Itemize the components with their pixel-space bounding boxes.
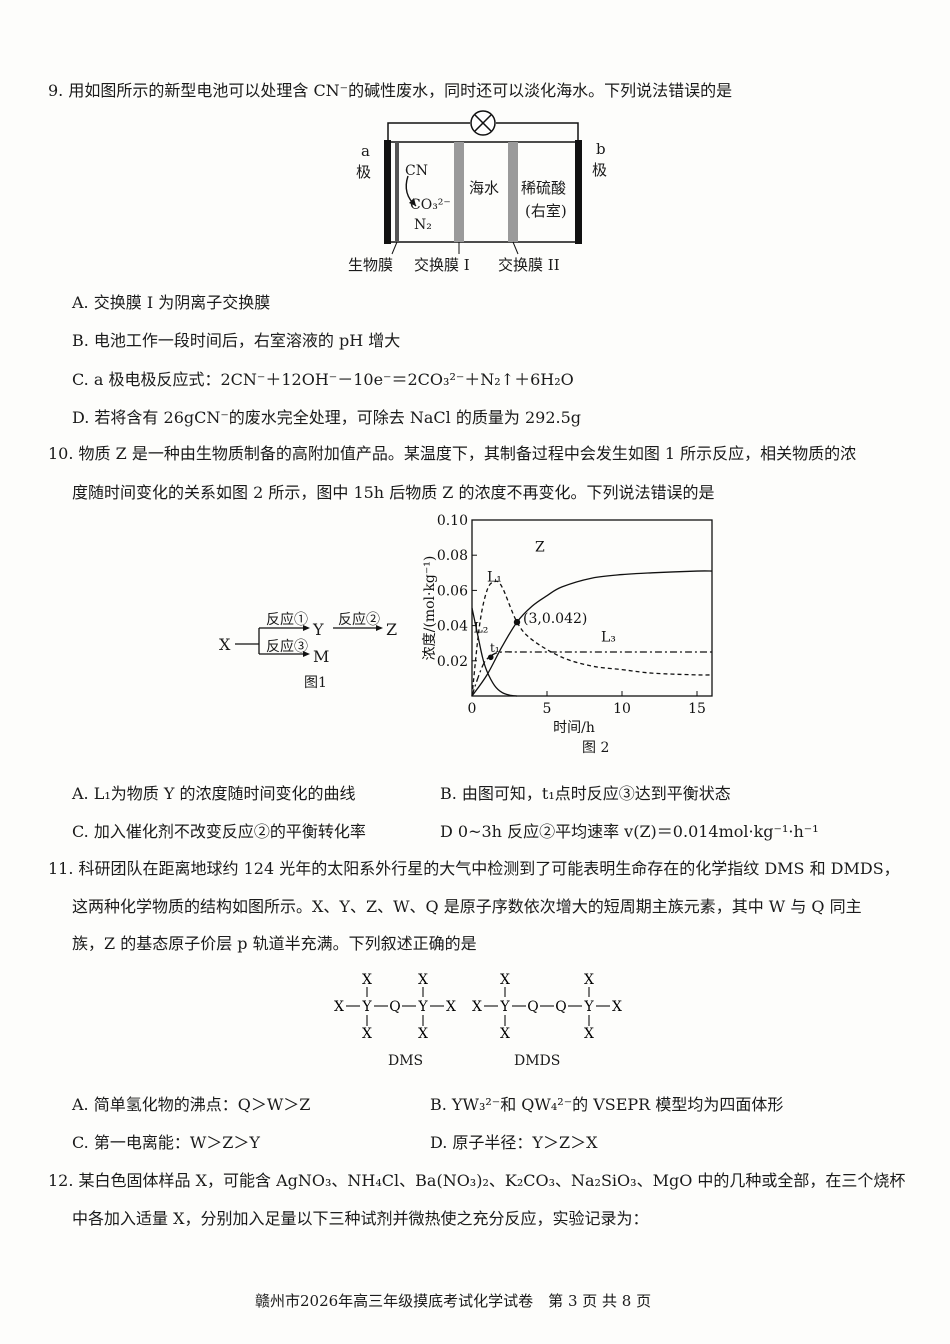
q10-option-b: B. 由图可知，t₁点时反应③达到平衡状态 bbox=[440, 784, 731, 803]
atom-label-21: X bbox=[500, 972, 510, 988]
series-label-0: Z bbox=[535, 540, 545, 556]
q9-option-d: D. 若将含有 26gCN⁻的废水完全处理，可除去 NaCl 的质量为 292.… bbox=[72, 408, 582, 427]
annotation-point-0 bbox=[513, 618, 521, 626]
q11-stem-line3: 族，Z 的基态原子价层 p 轨道半充满。下列叙述正确的是 bbox=[72, 934, 477, 953]
atom-label-10: Y bbox=[417, 999, 428, 1015]
atom-label-4: X bbox=[362, 972, 372, 988]
exchange-membrane-2 bbox=[508, 142, 518, 242]
q11-option-c: C. 第一电离能：W＞Z＞Y bbox=[72, 1133, 260, 1152]
atom-label-16: X bbox=[446, 999, 456, 1015]
dms-label: DMS bbox=[388, 1053, 424, 1069]
species-x: X bbox=[219, 635, 231, 654]
atom-label-33: X bbox=[584, 1026, 594, 1042]
q11-option-a: A. 简单氢化物的沸点：Q＞W＞Z bbox=[72, 1095, 311, 1114]
series-line-3 bbox=[471, 651, 712, 697]
y-axis-label: 浓度/(mol·kg⁻¹) bbox=[422, 556, 438, 661]
q10-option-d: D 0~3h 反应②平均速率 v(Z)＝0.014mol·kg⁻¹·h⁻¹ bbox=[440, 822, 819, 841]
q9-stem: 9. 用如图所示的新型电池可以处理含 CN⁻的碱性废水，同时还可以淡化海水。下列… bbox=[48, 81, 733, 100]
reaction-2-label: 反应② bbox=[338, 612, 380, 628]
x-tick-label-15: 15 bbox=[688, 701, 706, 717]
b-electrode-label: b bbox=[596, 140, 606, 158]
right-chamber-label: (右室) bbox=[525, 202, 567, 220]
atom-label-23: X bbox=[500, 1026, 510, 1042]
plot-frame bbox=[471, 519, 713, 697]
cn-label: CN bbox=[405, 163, 428, 179]
acid-label: 稀硫酸 bbox=[521, 179, 567, 197]
atom-label-29: Y bbox=[583, 999, 594, 1015]
atom-label-35: X bbox=[612, 999, 622, 1015]
q9-option-b: B. 电池工作一段时间后，右室溶液的 pH 增大 bbox=[72, 331, 401, 350]
q10-option-c: C. 加入催化剂不改变反应②的平衡转化率 bbox=[72, 822, 366, 841]
concentration-chart: 0 5 10 15 0.02 0.04 0.06 0.08 0.10 时间/h 浓度/(mol·kg… bbox=[422, 513, 713, 736]
x-tick-label-5: 5 bbox=[543, 701, 552, 717]
y-tick-label-0.08: 0.08 bbox=[437, 548, 468, 564]
exchange-membrane-1 bbox=[454, 142, 464, 242]
atom-label-8: Q bbox=[389, 999, 400, 1015]
figure-2-caption: 图 2 bbox=[582, 740, 610, 756]
q11-option-d: D. 原子半径：Y＞Z＞X bbox=[430, 1133, 598, 1152]
figure-1-caption: 图1 bbox=[304, 675, 327, 691]
atom-label-31: X bbox=[584, 972, 594, 988]
seawater-label: 海水 bbox=[469, 179, 500, 197]
annotation-label-1: t₁ bbox=[490, 641, 500, 655]
reaction-1-label: 反应① bbox=[266, 612, 308, 628]
q9-option-a: A. 交换膜 I 为阴离子交换膜 bbox=[72, 293, 271, 312]
series-label-1: L₁ bbox=[487, 570, 502, 586]
atom-label-12: X bbox=[418, 972, 428, 988]
q11-option-b: B. YW₃²⁻和 QW₄²⁻的 VSEPR 模型均为四面体形 bbox=[430, 1095, 784, 1114]
series-label-2: L₂ bbox=[474, 621, 489, 637]
q9-battery-diagram bbox=[384, 110, 582, 255]
q10-option-a: A. L₁为物质 Y 的浓度随时间变化的曲线 bbox=[72, 784, 356, 803]
page-footer: 赣州市2026年高三年级摸底考试化学试卷 第 3 页 共 8 页 bbox=[255, 1292, 652, 1310]
membrane2-label: 交换膜 II bbox=[498, 256, 560, 274]
q11-stem-line1: 11. 科研团队在距离地球约 124 光年的太阳系外行星的大气中检测到了可能表明… bbox=[48, 859, 900, 878]
q11-stem-line2: 这两种化学物质的结构如图所示。X、Y、Z、W、Q 是原子序数依次增大的短周期主族… bbox=[72, 897, 862, 916]
atom-label-6: X bbox=[362, 1026, 372, 1042]
y-tick-label-0.04: 0.04 bbox=[437, 619, 468, 635]
co3-label: CO₃²⁻ bbox=[410, 197, 451, 213]
y-tick-label-0.06: 0.06 bbox=[437, 583, 468, 599]
lamp-icon bbox=[470, 110, 496, 136]
atom-label-19: Y bbox=[499, 999, 510, 1015]
x-tick-label-0: 0 bbox=[468, 701, 477, 717]
series-label-3: L₃ bbox=[601, 629, 616, 645]
electrode-a bbox=[384, 140, 391, 244]
reaction-3-label: 反应③ bbox=[266, 639, 308, 655]
series-line-2 bbox=[471, 607, 518, 697]
atom-label-0: X bbox=[334, 999, 344, 1015]
series-line-1 bbox=[471, 580, 713, 697]
q10-stem-line2: 度随时间变化的关系如图 2 所示，图中 15h 后物质 Z 的浓度不再变化。下列… bbox=[72, 483, 715, 502]
reaction-scheme bbox=[235, 625, 383, 657]
x-axis-label: 时间/h bbox=[553, 720, 595, 736]
membrane1-label: 交换膜 I bbox=[414, 256, 470, 274]
q9-option-c: C. a 极电极反应式：2CN⁻＋12OH⁻－10e⁻＝2CO₃²⁻＋N₂↑＋6… bbox=[72, 370, 574, 389]
atom-label-14: X bbox=[418, 1026, 428, 1042]
a-electrode-label-2: 极 bbox=[356, 163, 372, 181]
species-y: Y bbox=[313, 620, 324, 639]
bio-membrane bbox=[395, 142, 399, 242]
electrode-b bbox=[575, 140, 582, 244]
q12-stem-line2: 中各加入适量 X，分别加入足量以下三种试剂并微热使之充分反应，实验记录为： bbox=[72, 1209, 649, 1228]
q12-stem-line1: 12. 某白色固体样品 X，可能含 AgNO₃、NH₄Cl、Ba(NO₃)₂、K… bbox=[48, 1171, 906, 1190]
series-line-0 bbox=[471, 570, 713, 697]
a-electrode-label: a bbox=[361, 142, 370, 160]
x-tick-label-10: 10 bbox=[613, 701, 631, 717]
b-electrode-label-2: 极 bbox=[592, 161, 608, 179]
annotation-label-0: (3,0.042) bbox=[523, 611, 587, 627]
bio-membrane-label: 生物膜 bbox=[348, 256, 394, 274]
species-z: Z bbox=[386, 620, 398, 639]
species-m: M bbox=[313, 647, 330, 666]
dmds-label: DMDS bbox=[514, 1053, 561, 1069]
n2-label: N₂ bbox=[414, 217, 432, 233]
atom-label-17: X bbox=[472, 999, 482, 1015]
atom-label-25: Q bbox=[527, 999, 538, 1015]
atom-label-2: Y bbox=[361, 999, 372, 1015]
y-tick-label-0.02: 0.02 bbox=[437, 654, 468, 670]
y-tick-label-0.10: 0.10 bbox=[437, 513, 468, 529]
q10-stem-line1: 10. 物质 Z 是一种由生物质制备的高附加值产品。某温度下，其制备过程中会发生… bbox=[48, 444, 857, 463]
atom-label-27: Q bbox=[555, 999, 566, 1015]
annotation-point-1 bbox=[487, 654, 494, 661]
